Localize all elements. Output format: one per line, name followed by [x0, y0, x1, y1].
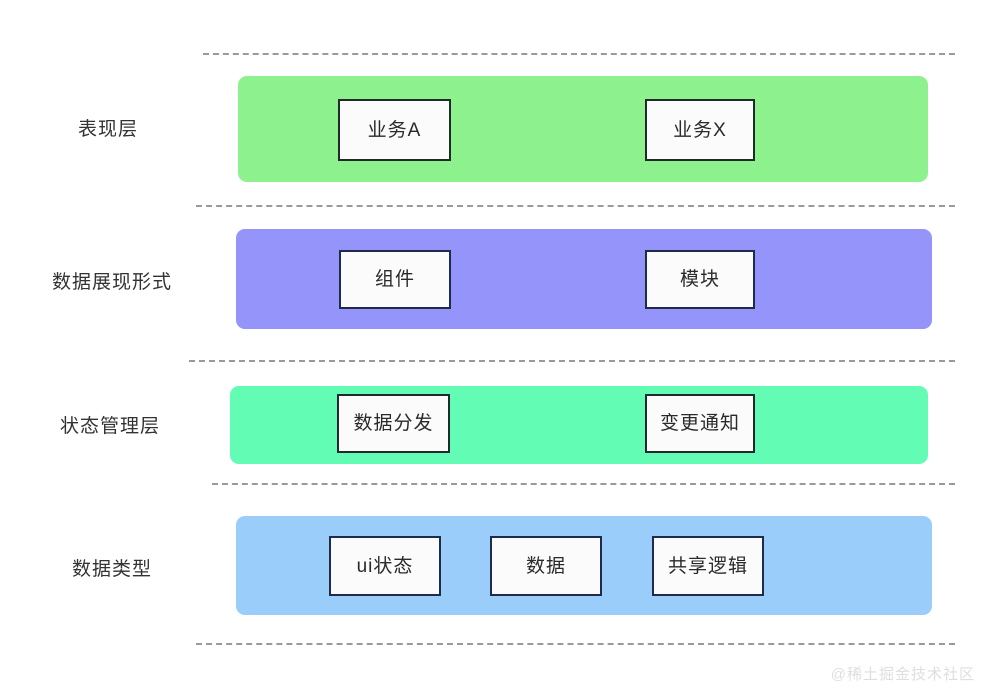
node-component: 组件	[339, 250, 451, 309]
layer-divider	[203, 53, 955, 55]
layer-label-data-presentation-layer: 数据展现形式	[52, 272, 173, 293]
node-ui-state: ui状态	[329, 536, 441, 596]
node-data-dispatch: 数据分发	[337, 394, 450, 453]
node-shared-logic: 共享逻辑	[652, 536, 764, 596]
node-module: 模块	[645, 250, 755, 309]
layer-label-data-type-layer: 数据类型	[72, 559, 153, 580]
layer-band-state-management-layer	[230, 386, 928, 464]
watermark: @稀土掘金技术社区	[830, 666, 975, 683]
layer-divider	[189, 360, 955, 362]
layer-divider	[212, 483, 955, 485]
layer-divider	[196, 643, 955, 645]
node-business-x: 业务X	[645, 99, 755, 161]
layer-label-presentation-layer: 表现层	[78, 119, 139, 140]
node-business-a: 业务A	[338, 99, 451, 161]
layer-label-state-management-layer: 状态管理层	[60, 416, 161, 437]
node-data: 数据	[490, 536, 602, 596]
node-change-notify: 变更通知	[645, 394, 755, 453]
layer-divider	[196, 205, 955, 207]
